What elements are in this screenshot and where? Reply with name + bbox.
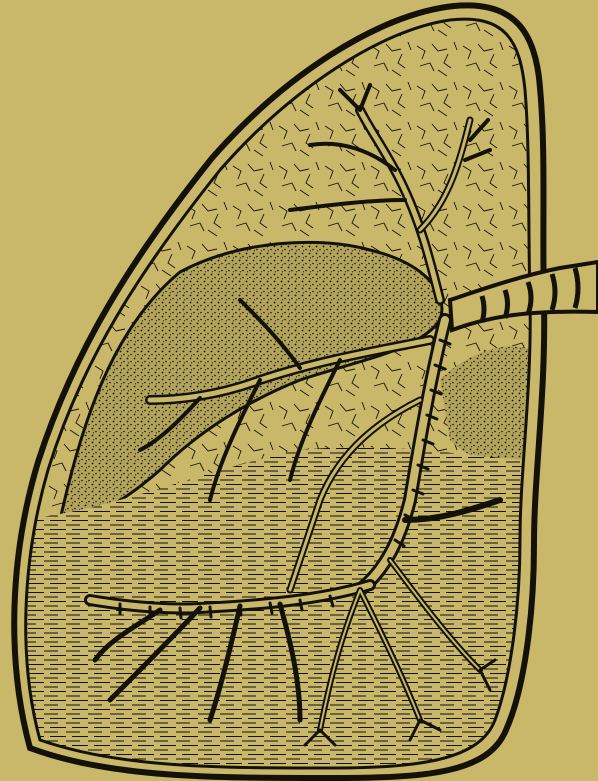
lung-illustration — [0, 0, 598, 781]
lung-drawing — [0, 0, 598, 781]
